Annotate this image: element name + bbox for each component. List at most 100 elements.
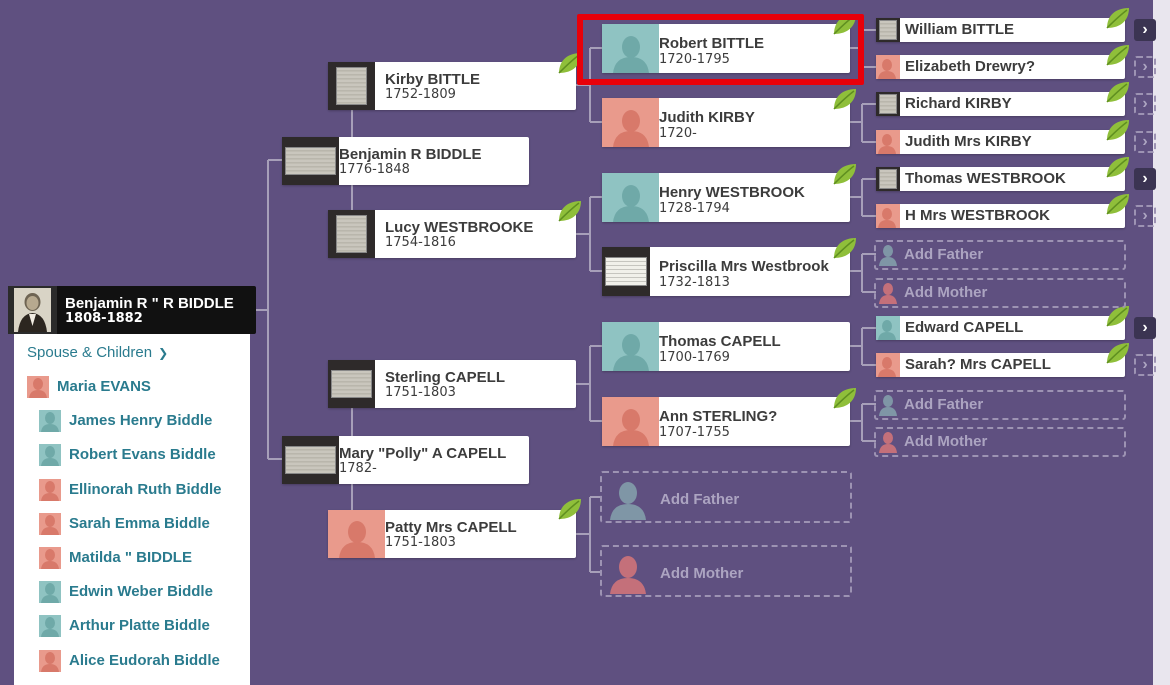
- add-father-icon: [610, 482, 646, 520]
- hint-leaf-icon[interactable]: [1105, 341, 1131, 365]
- hint-leaf-icon[interactable]: [557, 497, 583, 521]
- hint-leaf-icon[interactable]: [1105, 6, 1131, 30]
- ancestor-card-judith-kirby[interactable]: Judith KIRBY 1720-: [602, 98, 850, 147]
- hint-leaf-icon[interactable]: [1105, 155, 1131, 179]
- grandparent-card-kirby[interactable]: Kirby BITTLE 1752-1809: [328, 62, 576, 110]
- hint-leaf-icon[interactable]: [832, 162, 858, 186]
- record-thumbnail: [602, 247, 650, 296]
- add-mother-button[interactable]: Add Mother: [874, 427, 1126, 457]
- female-avatar-icon: [876, 204, 900, 228]
- ancestor-name: Judith KIRBY: [659, 109, 755, 126]
- grandparent-card-sterling[interactable]: Sterling CAPELL 1751-1803: [328, 360, 576, 408]
- ancestor-dates: 1732-1813: [659, 275, 730, 290]
- expand-arrow-icon[interactable]: ›: [1134, 131, 1156, 153]
- hint-leaf-icon[interactable]: [557, 51, 583, 75]
- hint-leaf-icon[interactable]: [1105, 80, 1131, 104]
- ancestor-dates: 1700-1769: [659, 350, 730, 365]
- add-father-button[interactable]: Add Father: [874, 390, 1126, 420]
- add-father-button[interactable]: Add Father: [874, 240, 1126, 270]
- child-name: James Henry Biddle: [69, 412, 213, 430]
- child-name: Robert Evans Biddle: [69, 446, 216, 464]
- father-card[interactable]: Benjamin R BIDDLE 1776-1848: [282, 137, 529, 185]
- ancestor-card-gen4[interactable]: Elizabeth Drewry?: [876, 55, 1125, 79]
- add-mother-icon: [879, 432, 897, 453]
- ancestor-card-gen4[interactable]: Sarah? Mrs CAPELL: [876, 353, 1125, 377]
- ancestor-dates: 1707-1755: [659, 425, 730, 440]
- portrait-photo: [8, 286, 57, 334]
- expand-arrow-icon[interactable]: ›: [1134, 19, 1156, 41]
- grandparent-dates: 1752-1809: [385, 87, 456, 102]
- add-mother-button[interactable]: Add Mother: [600, 545, 852, 597]
- hint-leaf-icon[interactable]: [1105, 304, 1131, 328]
- add-mother-label: Add Mother: [904, 284, 988, 301]
- record-thumbnail: [876, 167, 900, 191]
- male-avatar-icon: [602, 24, 659, 73]
- ancestor-card-ann-sterling[interactable]: Ann STERLING? 1707-1755: [602, 397, 850, 446]
- add-father-button[interactable]: Add Father: [600, 471, 852, 523]
- ancestor-name: Elizabeth Drewry?: [905, 58, 1036, 75]
- mother-card[interactable]: Mary "Polly" A CAPELL 1782-: [282, 436, 529, 484]
- grandparent-name: Lucy WESTBROOKE: [385, 219, 534, 236]
- add-father-label: Add Father: [904, 246, 984, 263]
- add-mother-button[interactable]: Add Mother: [874, 278, 1126, 308]
- ancestor-card-gen4[interactable]: Richard KIRBY: [876, 92, 1125, 116]
- ancestor-name: William BITTLE: [905, 21, 1015, 38]
- ancestor-card-gen4[interactable]: Edward CAPELL: [876, 316, 1125, 340]
- expand-arrow-icon[interactable]: ›: [1134, 168, 1156, 190]
- add-father-label: Add Father: [660, 491, 740, 508]
- hint-leaf-icon[interactable]: [832, 12, 858, 36]
- hint-leaf-icon[interactable]: [1105, 43, 1131, 67]
- expand-arrow-icon[interactable]: ›: [1134, 317, 1156, 339]
- hint-leaf-icon[interactable]: [832, 236, 858, 260]
- ancestor-dates: 1728-1794: [659, 201, 730, 216]
- expand-arrow-icon[interactable]: ›: [1134, 205, 1156, 227]
- ancestor-name: Henry WESTBROOK: [659, 184, 805, 201]
- child-name: Matilda " BIDDLE: [69, 549, 192, 566]
- male-avatar-icon: [39, 615, 61, 638]
- male-avatar-icon: [602, 173, 659, 222]
- chevron-down-icon: ❯: [158, 346, 169, 360]
- ancestor-card-gen4[interactable]: Judith Mrs KIRBY: [876, 130, 1125, 154]
- father-name: Benjamin R BIDDLE: [339, 146, 482, 163]
- ancestor-card-gen4[interactable]: William BITTLE: [876, 18, 1125, 42]
- ancestor-card-priscilla[interactable]: Priscilla Mrs Westbrook 1732-1813: [602, 247, 850, 296]
- ancestor-card-henry-westbrook[interactable]: Henry WESTBROOK 1728-1794: [602, 173, 850, 222]
- spouse-name: Maria EVANS: [57, 378, 151, 395]
- female-avatar-icon: [39, 512, 61, 535]
- family-panel: Spouse & Children❯ Maria EVANS James Henr…: [14, 334, 250, 685]
- ancestor-name: Judith Mrs KIRBY: [905, 133, 1032, 150]
- expand-arrow-icon[interactable]: ›: [1134, 93, 1156, 115]
- expand-arrow-icon[interactable]: ›: [1134, 354, 1156, 376]
- hint-leaf-icon[interactable]: [832, 386, 858, 410]
- ancestor-card-gen4[interactable]: Thomas WESTBROOK: [876, 167, 1125, 191]
- child-name: Alice Eudorah Biddle: [69, 651, 220, 669]
- root-person-card[interactable]: Benjamin R " R BIDDLE 1808-1882: [8, 286, 256, 334]
- expand-arrow-icon[interactable]: ›: [1134, 56, 1156, 78]
- record-thumbnail: [328, 360, 375, 408]
- ancestor-name: Priscilla Mrs Westbrook: [659, 258, 829, 275]
- record-thumbnail: [876, 18, 900, 42]
- ancestor-card-robert-bittle[interactable]: Robert BITTLE 1720-1795: [602, 24, 850, 73]
- root-person-dates: 1808-1882: [65, 311, 143, 326]
- ancestor-dates: 1720-: [659, 126, 697, 141]
- ancestor-card-thomas-capell[interactable]: Thomas CAPELL 1700-1769: [602, 322, 850, 371]
- hint-leaf-icon[interactable]: [1105, 118, 1131, 142]
- female-avatar-icon: [876, 353, 900, 377]
- spouse-children-toggle[interactable]: Spouse & Children❯: [27, 344, 168, 361]
- hint-leaf-icon[interactable]: [557, 199, 583, 223]
- scrollbar-track[interactable]: [1153, 0, 1170, 685]
- female-avatar-icon: [328, 510, 385, 558]
- hint-leaf-icon[interactable]: [1105, 192, 1131, 216]
- ancestor-card-gen4[interactable]: H Mrs WESTBROOK: [876, 204, 1125, 228]
- add-mother-icon: [610, 556, 646, 594]
- grandparent-card-lucy[interactable]: Lucy WESTBROOKE 1754-1816: [328, 210, 576, 258]
- record-thumbnail: [328, 210, 375, 258]
- ancestor-name: Robert BITTLE: [659, 35, 764, 52]
- hint-leaf-icon[interactable]: [832, 87, 858, 111]
- add-father-icon: [879, 245, 897, 266]
- father-dates: 1776-1848: [339, 162, 410, 177]
- mother-dates: 1782-: [339, 461, 377, 476]
- grandparent-dates: 1751-1803: [385, 535, 456, 550]
- grandparent-card-patty[interactable]: Patty Mrs CAPELL 1751-1803: [328, 510, 576, 558]
